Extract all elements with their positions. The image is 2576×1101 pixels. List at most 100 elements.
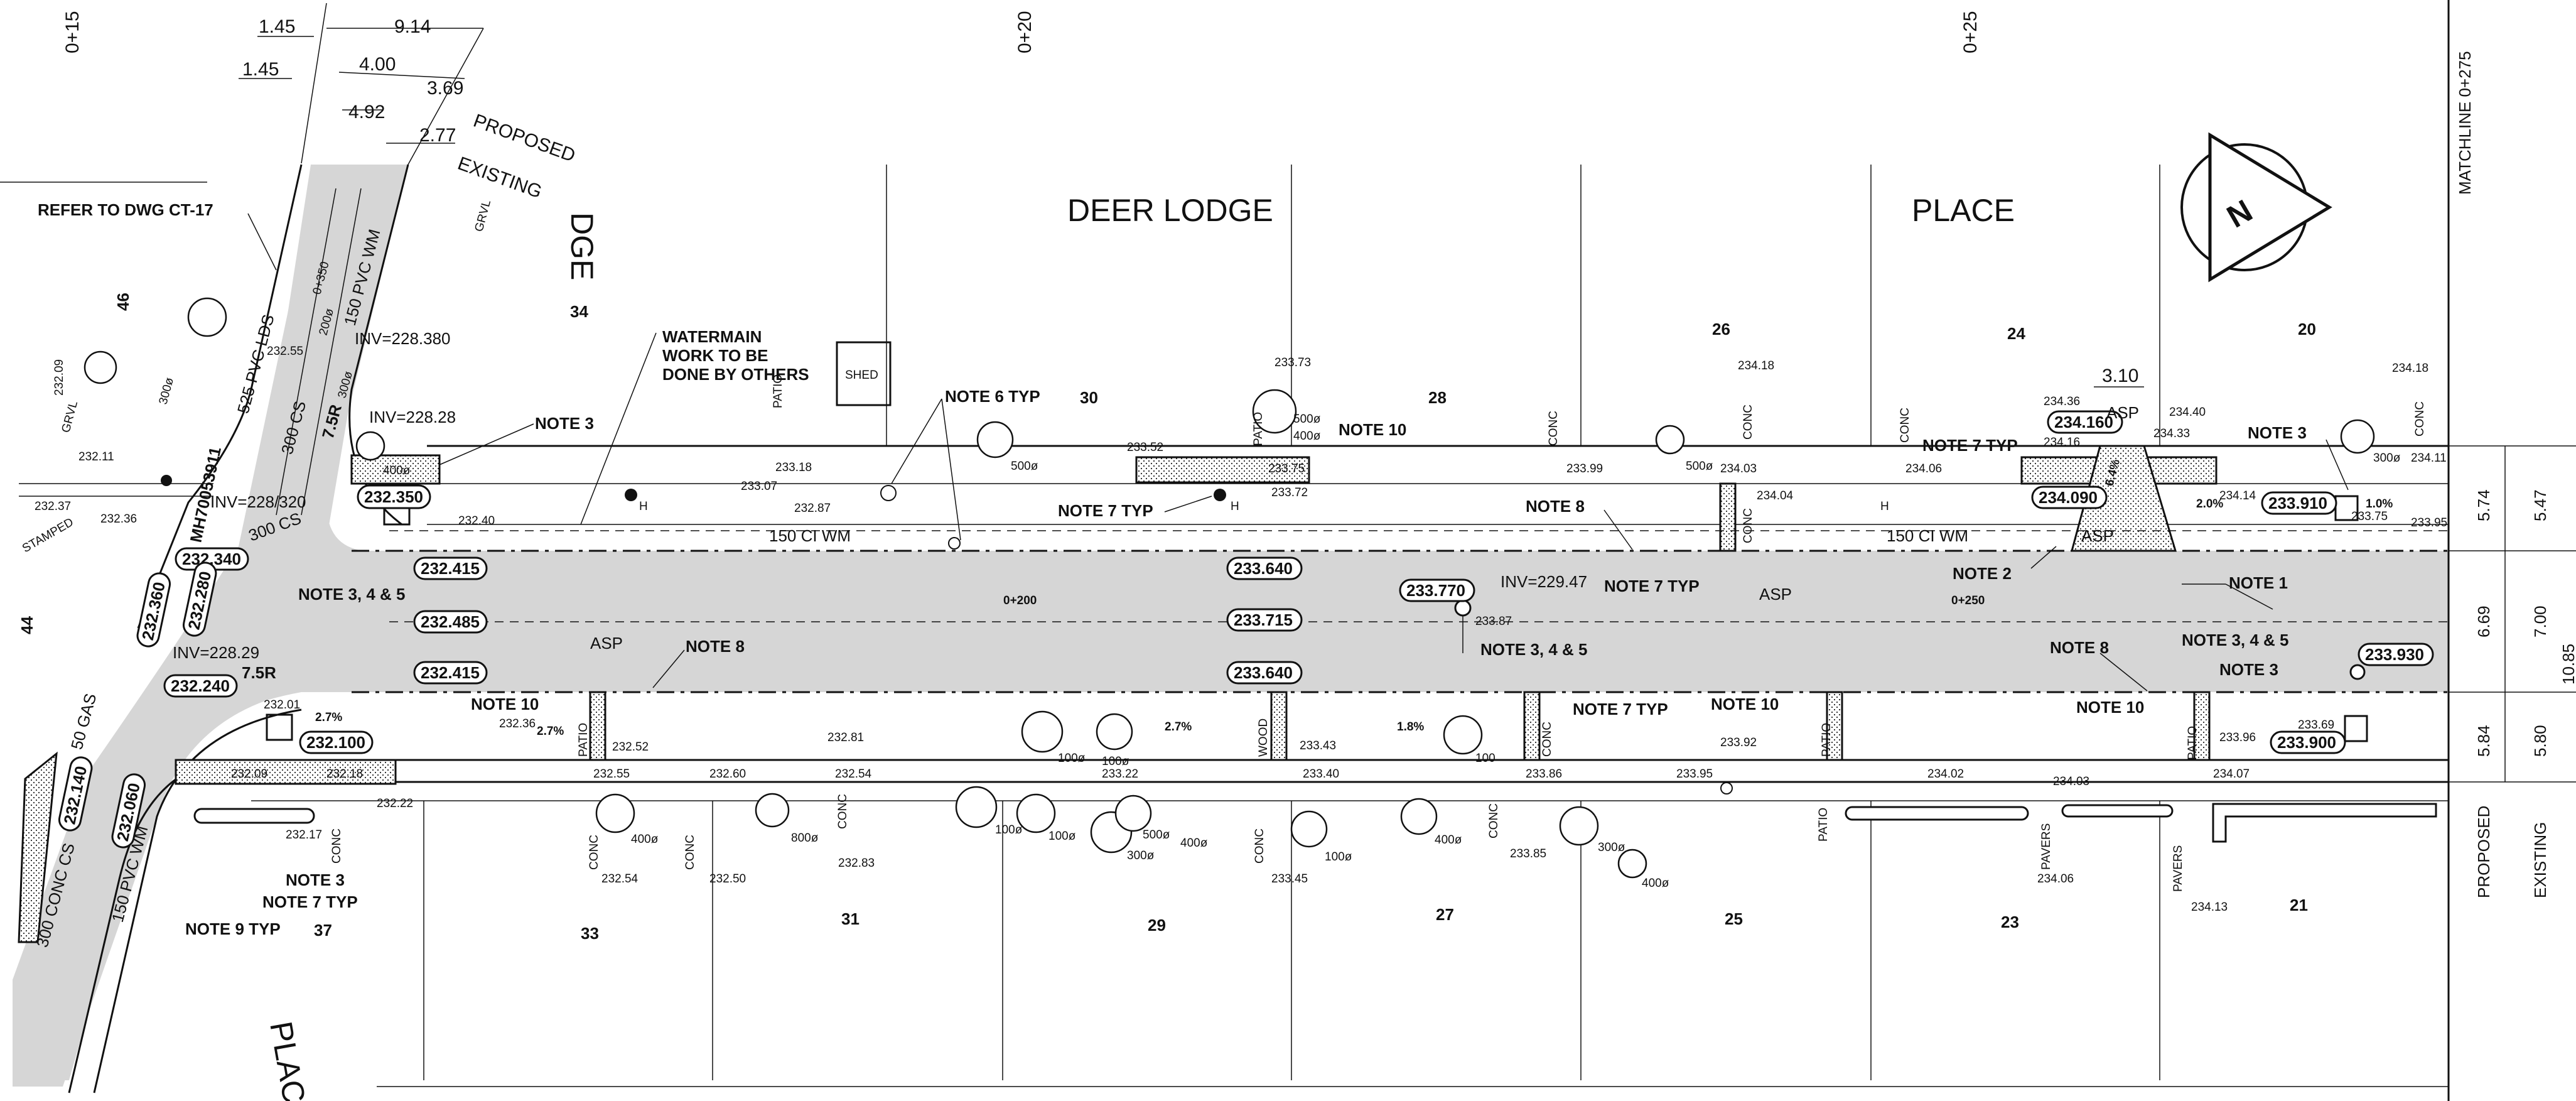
svg-text:232.55: 232.55 [267, 345, 303, 358]
svg-text:100ø: 100ø [995, 823, 1023, 837]
note-3-d: NOTE 3 [2219, 660, 2278, 679]
street-place: PLACE [1912, 193, 2015, 228]
elevation-pill: 233.640 [1226, 661, 1303, 685]
svg-text:400ø: 400ø [1435, 833, 1462, 847]
radius-b: 7.5R [242, 663, 276, 682]
svg-text:232.54: 232.54 [601, 872, 639, 886]
leader-lines [247, 213, 2349, 692]
dim-proposed: PROPOSED [471, 111, 578, 166]
invert-228-380: INV=228.380 [355, 329, 451, 348]
svg-text:233.52: 233.52 [1127, 441, 1163, 454]
conc-label: CONC [588, 835, 601, 870]
structures [161, 341, 2368, 795]
svg-text:233.99: 233.99 [1566, 462, 1603, 475]
note-3-a: NOTE 3 [535, 414, 594, 433]
concrete-pads [18, 445, 2218, 943]
svg-text:100: 100 [1475, 752, 1495, 765]
patio-label: PATIO [577, 723, 590, 757]
note-8-b: NOTE 8 [1526, 497, 1585, 516]
chainage-0-20: 0+20 [1015, 11, 1035, 53]
dim-4-00: 4.00 [359, 54, 396, 75]
patio-label: PATIO [1252, 412, 1265, 446]
conc-label: CONC [1547, 411, 1560, 446]
svg-text:234.40: 234.40 [2169, 406, 2206, 419]
pipe-150-ci-wm-a: 150 CI WM [769, 526, 851, 545]
svg-text:233.95: 233.95 [2411, 516, 2447, 529]
elevation-pill: 232.415 [413, 661, 488, 685]
side-cut: 10.85 [2559, 644, 2576, 685]
dim-1-45a: 1.45 [259, 16, 295, 37]
lot-31: 31 [841, 909, 860, 928]
lot-21: 21 [2290, 896, 2308, 914]
slope-2-7-c: 2.7% [1165, 720, 1192, 734]
chainage-road-0-200: 0+200 [1003, 594, 1037, 607]
svg-text:232.81: 232.81 [827, 731, 864, 744]
north-arrow: N [2180, 132, 2332, 283]
svg-text:233.770: 233.770 [1406, 581, 1465, 600]
svg-text:234.33: 234.33 [2153, 427, 2190, 440]
conc-label: CONC [1253, 828, 1266, 864]
svg-text:233.18: 233.18 [775, 461, 812, 474]
matchline-label: MATCHLINE 0+275 [2455, 51, 2474, 195]
svg-text:232.60: 232.60 [709, 767, 746, 781]
elevation-pill: 234.090 [2031, 485, 2108, 509]
street-names: DEER LODGE PLACE DGE PLAC [263, 193, 2015, 1101]
dim-1-45b: 1.45 [242, 59, 279, 80]
pipe-50-gas: 50 GAS [67, 692, 100, 752]
svg-text:233.86: 233.86 [1526, 767, 1562, 781]
asp-4: ASP [2081, 526, 2114, 545]
svg-text:234.13: 234.13 [2191, 901, 2228, 914]
conc-label: CONC [2413, 401, 2427, 437]
note-watermain-3: DONE BY OTHERS [662, 365, 809, 384]
svg-text:233.640: 233.640 [1234, 663, 1293, 682]
elevation-pill: 233.640 [1226, 556, 1303, 580]
svg-text:234.14: 234.14 [2219, 489, 2256, 502]
dimension-lines [239, 3, 2144, 388]
svg-text:234.18: 234.18 [1738, 359, 1774, 372]
svg-text:233.87: 233.87 [1475, 615, 1512, 628]
svg-text:400ø: 400ø [1642, 877, 1669, 890]
pavers [193, 803, 2437, 843]
note-7-e: NOTE 7 TYP [262, 892, 358, 911]
grvl-label-2: GRVL [473, 198, 494, 233]
asp-3: ASP [2106, 403, 2139, 422]
svg-text:232.83: 232.83 [838, 857, 875, 870]
lot-24: 24 [2007, 324, 2025, 343]
elevation-pill: 232.140 [58, 756, 93, 832]
elevation-pill: 232.360 [136, 572, 171, 648]
svg-text:233.43: 233.43 [1300, 739, 1336, 752]
asp-1: ASP [590, 634, 623, 653]
invert-228-28: INV=228.28 [369, 408, 456, 426]
note-345-c: NOTE 3, 4 & 5 [2182, 631, 2289, 649]
dim-9-14: 9.14 [394, 16, 431, 37]
patio-label: PATIO [1820, 723, 1833, 757]
svg-text:100ø: 100ø [1058, 752, 1086, 765]
utility-lines [276, 188, 2449, 531]
svg-text:234.18: 234.18 [2392, 362, 2428, 375]
note-8-c: NOTE 8 [2050, 638, 2109, 657]
conc-label: CONC [1742, 508, 1755, 543]
svg-text:234.07: 234.07 [2213, 767, 2250, 781]
svg-text:232.52: 232.52 [612, 740, 649, 754]
hydrant-label: H [639, 500, 648, 513]
elevation-pill: 234.160 [2047, 410, 2123, 434]
svg-text:234.090: 234.090 [2039, 488, 2098, 507]
note-7-a: NOTE 7 TYP [1058, 501, 1153, 520]
note-2: NOTE 2 [1953, 564, 2012, 583]
svg-text:234.03: 234.03 [1720, 462, 1757, 475]
grvl-label: GRVL [60, 399, 81, 434]
svg-text:232.100: 232.100 [306, 733, 365, 752]
note-watermain-1: WATERMAIN [662, 327, 762, 346]
elevation-pill: 233.910 [2261, 491, 2337, 515]
street-plac-fragment: PLAC [263, 1019, 312, 1101]
svg-text:233.73: 233.73 [1275, 356, 1311, 369]
svg-text:234.16: 234.16 [2044, 436, 2080, 449]
note-8-a: NOTE 8 [686, 637, 745, 656]
note-7-c: NOTE 7 TYP [1922, 436, 2018, 455]
svg-text:234.06: 234.06 [1905, 462, 1942, 475]
elevation-pills: 232.350 232.415 232.485 232.415 232.340 … [58, 410, 2434, 849]
svg-text:300ø: 300ø [157, 376, 177, 406]
side-existing: EXISTING [2531, 822, 2550, 898]
lot-28: 28 [1428, 388, 1447, 407]
hydrant-label: H [1880, 500, 1889, 513]
